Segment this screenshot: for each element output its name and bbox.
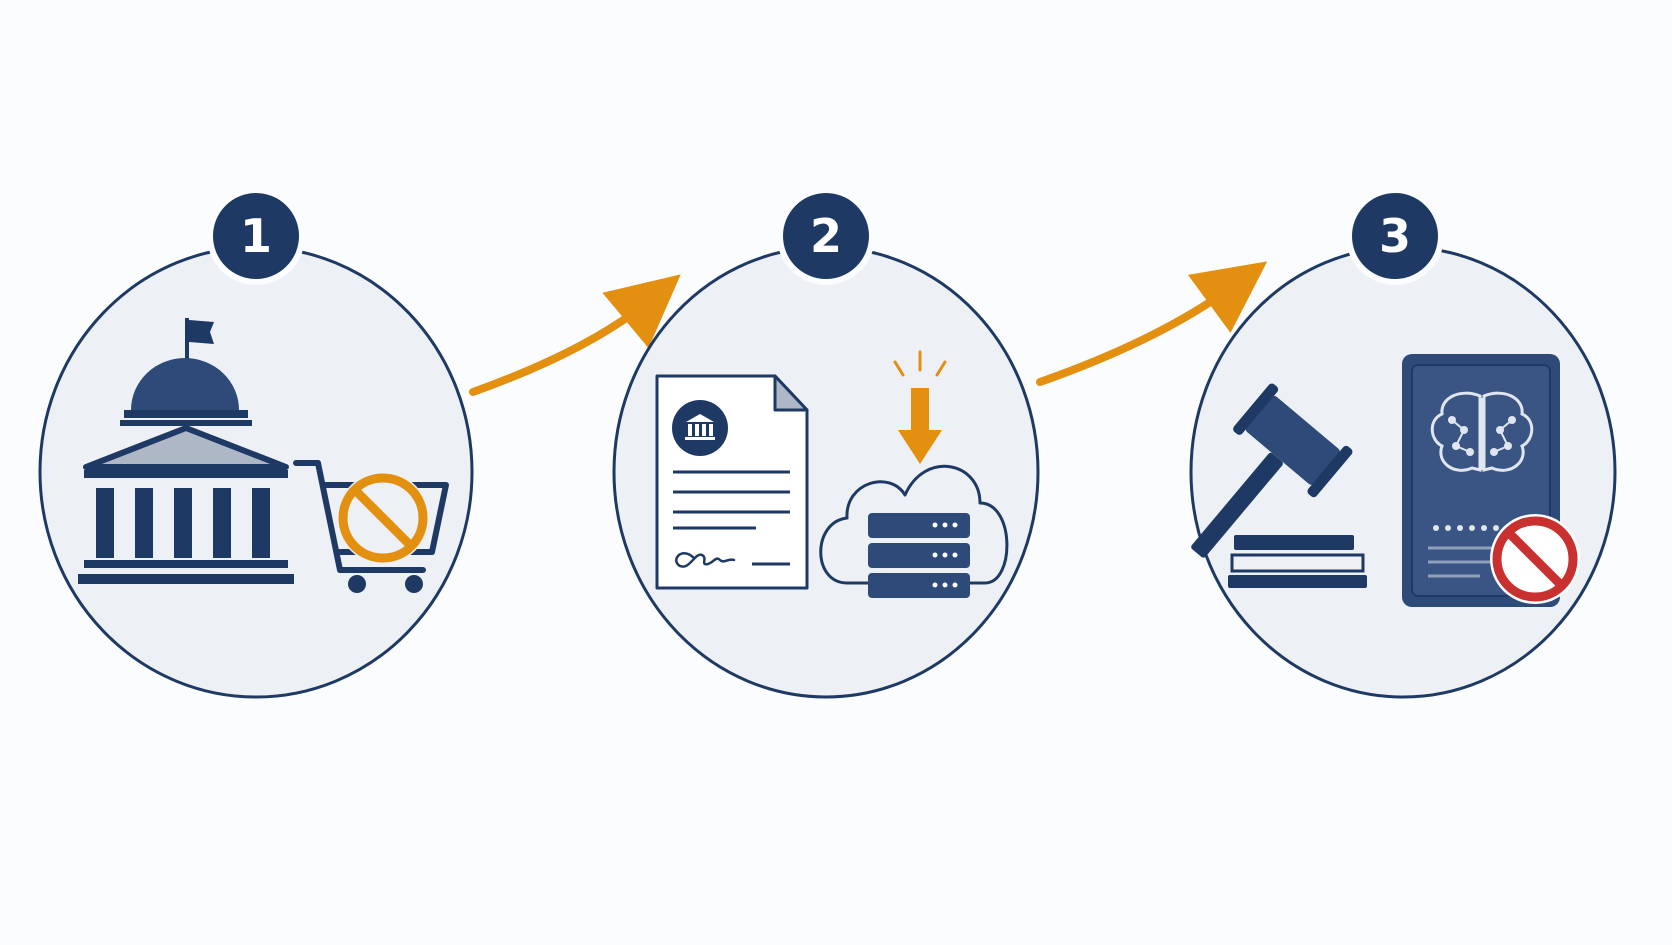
document-icon xyxy=(655,374,809,590)
prohibited-icon xyxy=(337,472,429,564)
step-3: 3 xyxy=(1189,187,1617,699)
arrow-right-icon xyxy=(1036,261,1268,386)
connector-arrow-2 xyxy=(1036,261,1268,386)
step-2: 2 xyxy=(612,187,1040,699)
government-seal-icon xyxy=(672,400,728,456)
prohibited-icon xyxy=(1490,514,1580,604)
government-building-icon xyxy=(78,318,294,584)
server-icon xyxy=(868,513,970,598)
step-1: 1 xyxy=(38,187,474,699)
connector-arrow-1 xyxy=(469,274,681,396)
step-number-badge: 3 xyxy=(1346,187,1444,285)
arrow-right-icon xyxy=(469,274,681,396)
step-number: 1 xyxy=(240,209,272,263)
brain-icon xyxy=(1430,391,1534,472)
step-number: 3 xyxy=(1379,209,1411,263)
step-number: 2 xyxy=(810,209,842,263)
gavel-icon xyxy=(1191,383,1367,588)
download-arrow-icon xyxy=(893,350,947,464)
step-number-badge: 2 xyxy=(777,187,875,285)
signature-icon xyxy=(675,552,736,568)
step-number-badge: 1 xyxy=(207,187,305,285)
